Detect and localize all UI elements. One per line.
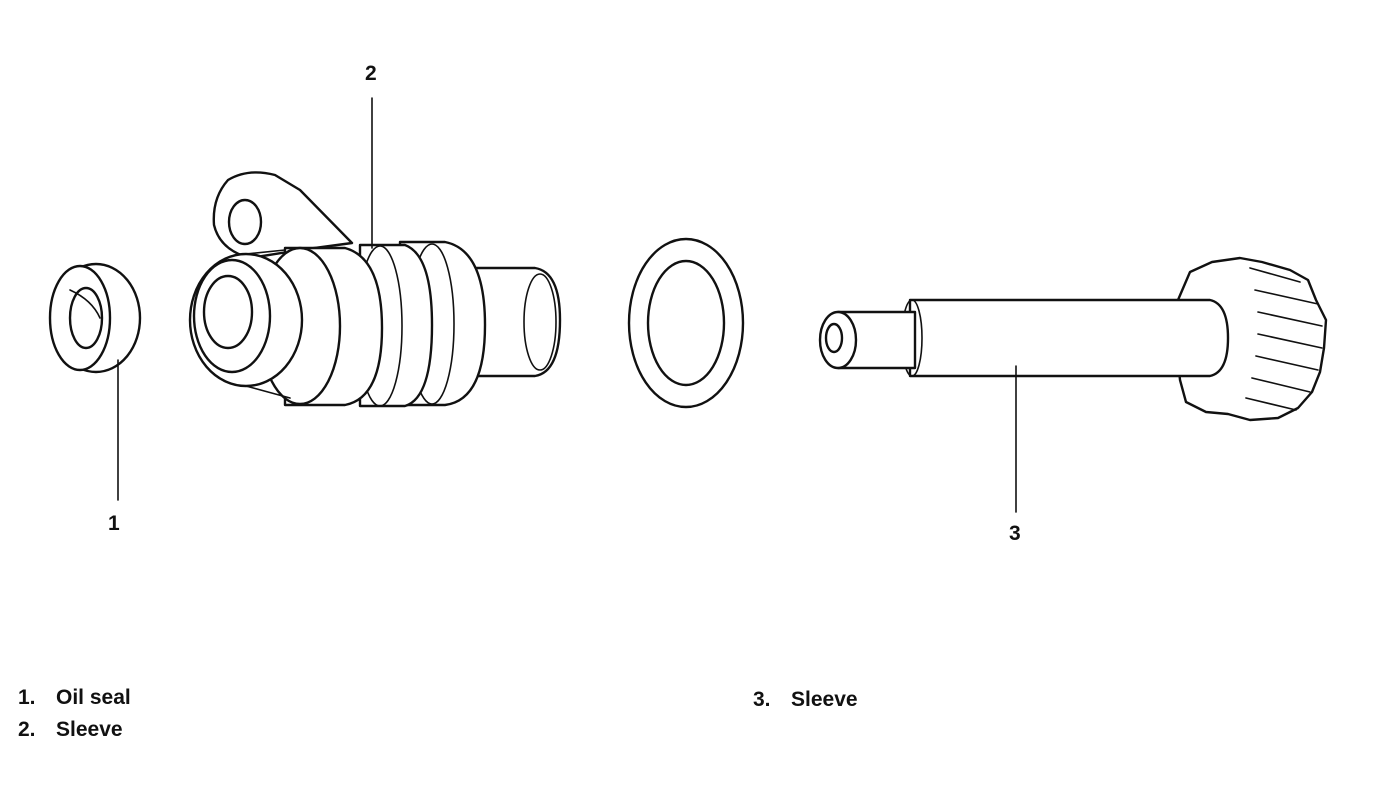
callout-2: 2	[365, 62, 377, 85]
legend-item-label: Sleeve	[56, 718, 123, 741]
washer-part	[627, 237, 745, 409]
legend-item-sleeve: 2. Sleeve	[18, 714, 131, 746]
legend-item-oil-seal: 1. Oil seal	[18, 682, 131, 714]
legend-item-number: 3.	[753, 688, 771, 711]
legend-item-number: 2.	[18, 718, 36, 741]
legend-item-number: 1.	[18, 686, 36, 709]
legend-right: 3. Sleeve	[753, 684, 858, 716]
legend-item-label: Sleeve	[791, 688, 858, 711]
oil-seal-part	[48, 262, 142, 374]
sleeve-housing-part	[188, 171, 562, 408]
sleeve-shaft-part	[818, 256, 1328, 422]
legend-left: 1. Oil seal 2. Sleeve	[18, 682, 131, 746]
legend-item-label: Oil seal	[56, 686, 131, 709]
callout-1: 1	[108, 512, 120, 535]
legend-item-sleeve-3: 3. Sleeve	[753, 684, 858, 716]
callout-3: 3	[1009, 522, 1021, 545]
